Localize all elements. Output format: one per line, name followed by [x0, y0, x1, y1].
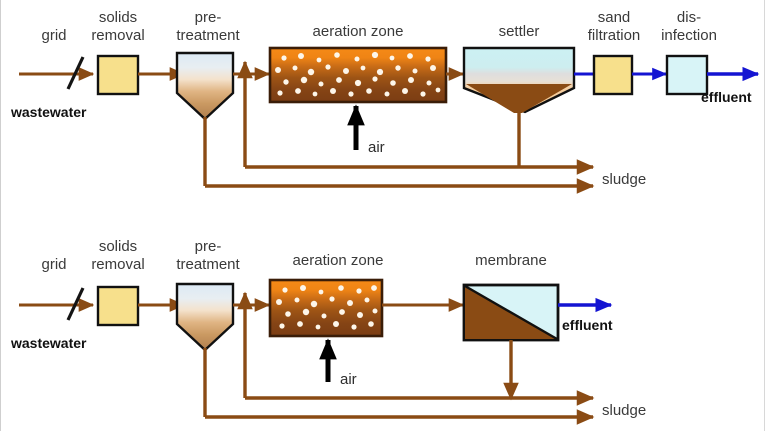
label-pre-treatment-top-l2: treatment	[176, 27, 240, 44]
label-wastewater-bottom: wastewater	[10, 335, 87, 351]
unit-solids-removal-bottom	[96, 285, 140, 327]
label-wastewater-top: wastewater	[10, 104, 87, 120]
label-air-top: air	[368, 139, 385, 156]
label-aeration-zone-bottom: aeration zone	[293, 252, 384, 269]
grid-screen-icon-bottom	[66, 287, 85, 321]
label-solids-removal-bot-l1: solids	[99, 238, 137, 255]
label-sludge-top: sludge	[602, 171, 646, 188]
settler-sludge-blanket-top	[466, 84, 572, 113]
unit-aeration-zone-top	[268, 46, 448, 104]
label-sludge-bottom: sludge	[602, 402, 646, 419]
unit-disinfection	[665, 54, 709, 96]
label-sand-filtration-l2: filtration	[588, 27, 641, 44]
unit-pre-treatment-bottom	[175, 282, 235, 352]
label-sand-filtration-l1: sand	[598, 9, 631, 26]
unit-sand-filtration	[592, 54, 634, 96]
process-train-bottom: grid solids removal pre- treatment aerat…	[10, 238, 646, 425]
unit-pre-treatment-top	[175, 51, 235, 121]
membrane-divider-line	[464, 284, 558, 341]
label-pre-treatment-bot-l2: treatment	[176, 256, 240, 273]
label-effluent-top: effluent	[701, 89, 752, 105]
aeration-bubbles-top	[275, 51, 441, 97]
label-disinfection-l2: infection	[661, 27, 717, 44]
label-solids-removal-top-l1: solids	[99, 9, 137, 26]
label-pre-treatment-bot-l1: pre-	[195, 238, 222, 255]
label-effluent-bottom: effluent	[562, 317, 613, 333]
label-disinfection-l1: dis-	[677, 9, 701, 26]
unit-aeration-zone-bottom	[268, 278, 384, 338]
process-train-top: grid solids removal pre- treatment aerat…	[10, 9, 760, 194]
label-settler-top: settler	[499, 23, 540, 40]
label-solids-removal-bot-l2: removal	[91, 256, 144, 273]
aeration-bubbles-bottom	[276, 285, 378, 330]
label-pre-treatment-top-l1: pre-	[195, 9, 222, 26]
label-aeration-zone-top: aeration zone	[313, 23, 404, 40]
unit-solids-removal-top	[96, 54, 140, 96]
label-air-bottom: air	[340, 371, 357, 388]
label-grid-bottom: grid	[41, 256, 66, 273]
grid-screen-icon-top	[66, 56, 85, 90]
label-membrane: membrane	[475, 252, 547, 269]
label-solids-removal-top-l2: removal	[91, 27, 144, 44]
label-grid-top: grid	[41, 27, 66, 44]
